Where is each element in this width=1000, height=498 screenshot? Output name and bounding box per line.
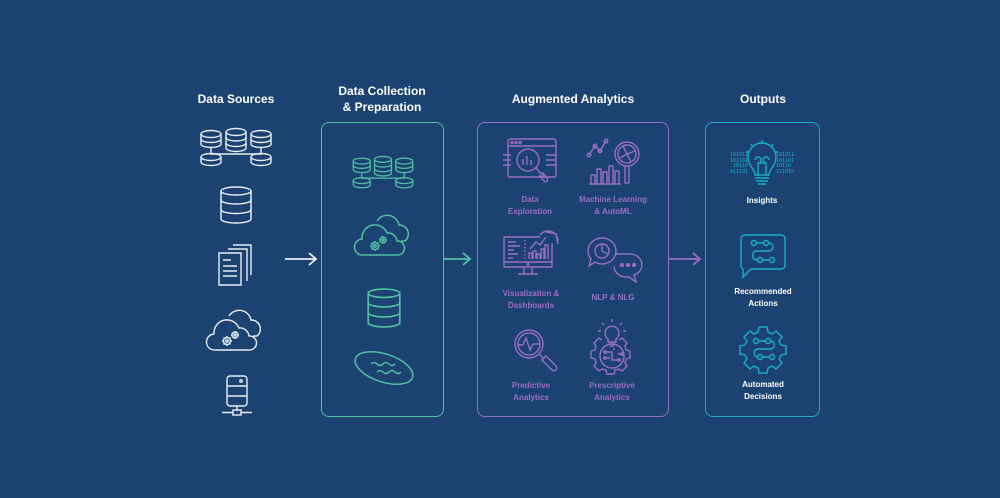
cloud-gears-icon — [205, 308, 263, 352]
visualization-dashboards-label-line1: Visualization & — [502, 289, 560, 298]
predictive-magnifier-icon — [512, 327, 558, 373]
data-exploration-label-line1: Data — [521, 195, 539, 204]
cloud-gears-icon — [353, 213, 411, 257]
augmented-analytics-box — [477, 122, 669, 417]
database-icon — [219, 186, 253, 224]
prescriptive-analytics-label-line1: Prescriptive — [589, 381, 635, 390]
chat-bubbles-icon — [586, 236, 644, 284]
database-network-icon — [199, 127, 273, 168]
prescriptive-analytics-label-line2: Analytics — [594, 393, 630, 402]
automated-decisions-label-line2: Decisions — [744, 392, 782, 401]
binary-row: 101011 — [776, 152, 795, 158]
insights-label: Insights — [720, 195, 804, 207]
binary-text-right: 101011 101101 10110 111010 — [776, 152, 800, 175]
machine-learning-icon — [586, 137, 642, 189]
machine-learning-label-line2: & AutoML — [594, 207, 632, 216]
data-sources-title: Data Sources — [197, 92, 275, 106]
outputs-title: Outputs — [740, 92, 786, 106]
dashboard-icon — [502, 229, 562, 281]
recommended-actions-label-line1: Recommended — [734, 287, 792, 296]
data-collection-title-line1: Data Collection — [338, 84, 426, 98]
binary-row: 011101 — [729, 168, 748, 175]
recommended-actions-label-line2: Actions — [748, 299, 778, 308]
server-network-icon — [221, 374, 253, 418]
gear-workflow-icon — [739, 325, 787, 374]
visualization-dashboards-label-line2: Dashboards — [507, 301, 555, 310]
insights-label-line1: Insights — [746, 196, 778, 205]
flow-arrow-collection-to-analytics — [444, 252, 472, 266]
automated-decisions-label-line1: Automated — [742, 380, 784, 389]
binary-row: 101101 — [776, 157, 795, 164]
data-lake-icon — [353, 348, 415, 388]
data-collection-box — [321, 122, 444, 417]
nlp-nlg-label-line1: NLP & NLG — [591, 293, 635, 302]
automated-decisions-label: Automated Decisions — [720, 379, 806, 403]
documents-icon — [217, 243, 257, 287]
augmented-analytics-title: Augmented Analytics — [511, 92, 635, 106]
binary-row: 111010 — [776, 168, 795, 175]
machine-learning-label: Machine Learning & AutoML — [572, 194, 654, 218]
binary-row: 10110 — [776, 163, 792, 169]
data-collection-title: Data Collection & Preparation — [322, 83, 442, 115]
flow-arrow-sources-to-collection — [284, 252, 318, 266]
visualization-dashboards-label: Visualization & Dashboards — [494, 288, 568, 312]
prescriptive-gear-icon — [588, 318, 636, 375]
binary-row: 10110 — [732, 163, 748, 169]
data-exploration-label: Data Exploration — [495, 194, 565, 218]
outputs-box — [705, 122, 820, 417]
predictive-analytics-label: Predictive Analytics — [495, 380, 567, 404]
flow-arrow-analytics-to-outputs — [669, 252, 703, 266]
data-exploration-icon — [502, 137, 558, 187]
prescriptive-analytics-label: Prescriptive Analytics — [574, 380, 650, 404]
data-collection-title-line2: & Preparation — [342, 100, 422, 114]
machine-learning-label-line1: Machine Learning — [578, 195, 647, 204]
recommended-actions-label: Recommended Actions — [720, 286, 806, 310]
chat-workflow-icon — [739, 233, 787, 279]
database-icon — [366, 288, 402, 328]
database-network-icon — [350, 155, 416, 190]
predictive-analytics-label-line1: Predictive — [511, 381, 551, 390]
binary-text-left: 101011 101101 10110 011101 — [724, 152, 748, 175]
data-exploration-label-line2: Exploration — [507, 207, 552, 216]
lightbulb-binary-icon: 101011 101101 10110 011101 101011 101101… — [724, 139, 800, 187]
predictive-analytics-label-line2: Analytics — [513, 393, 549, 402]
binary-row: 101011 — [729, 152, 748, 158]
binary-row: 101101 — [729, 157, 748, 164]
nlp-nlg-label: NLP & NLG — [576, 292, 650, 304]
